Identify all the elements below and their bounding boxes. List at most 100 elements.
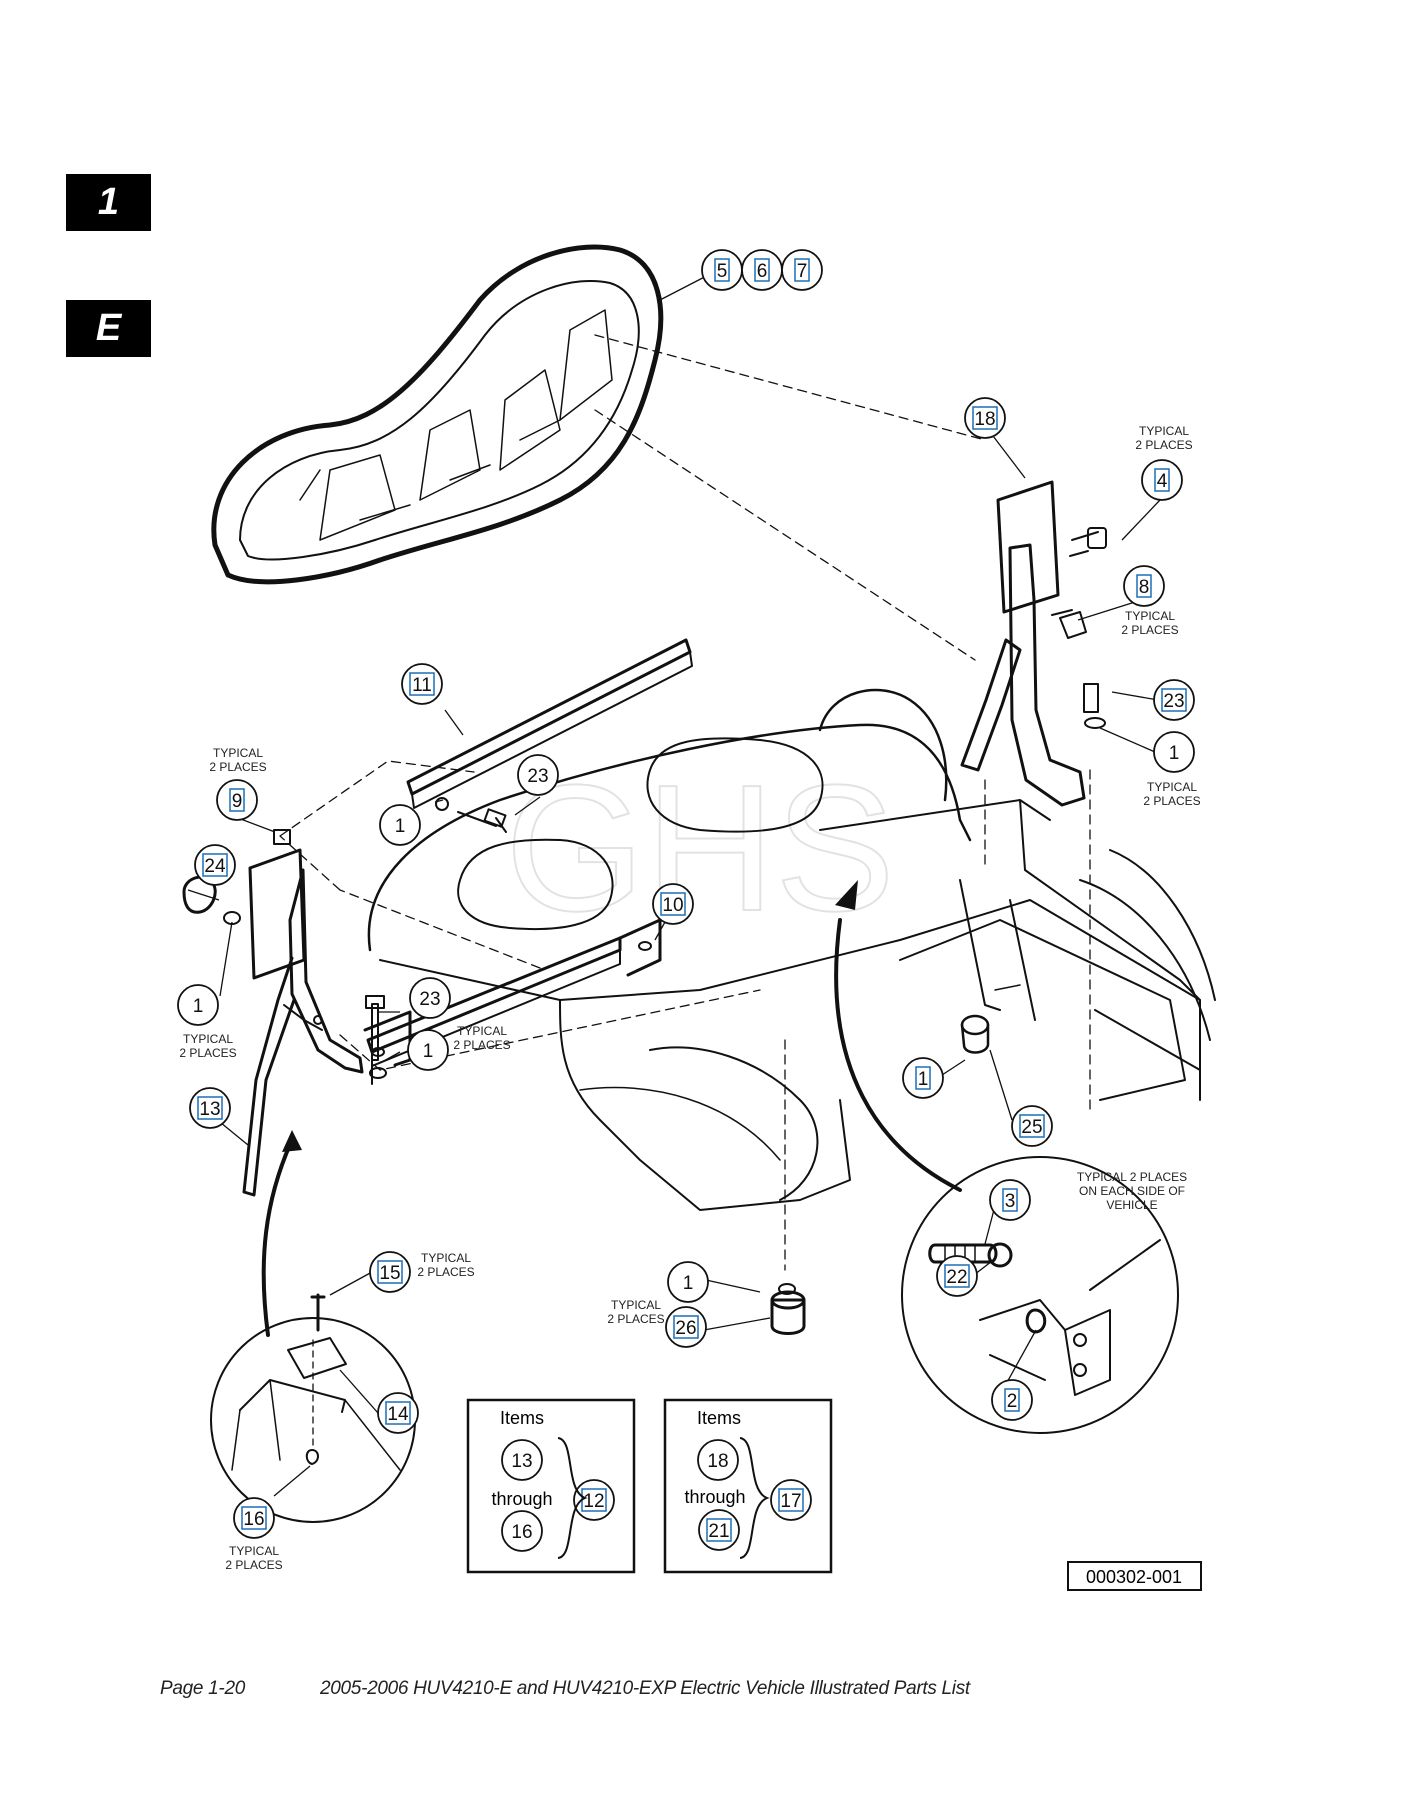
note-typical-9-line1: TYPICAL [213, 746, 263, 760]
kit-box-2: Items through [663, 1398, 833, 1574]
callout-link-box [673, 1315, 699, 1339]
callout-circle [233, 1497, 275, 1539]
callout-c3[interactable]: 3 [989, 1179, 1031, 1221]
callout-circle [194, 844, 236, 886]
callout-c18[interactable]: 18 [964, 397, 1006, 439]
callout-c5[interactable]: 5 [701, 249, 743, 291]
callout-c7[interactable]: 7 [781, 249, 823, 291]
callout-label: 1 [918, 1069, 929, 1090]
callout-label: 5 [717, 261, 728, 282]
callout-label: 21 [708, 1521, 729, 1542]
cross-bar-drawing [406, 638, 693, 833]
callout-circle [667, 1261, 709, 1303]
callout-label: 1 [1169, 743, 1180, 764]
callout-label: 1 [423, 1041, 434, 1062]
section-tab: 1 [66, 174, 151, 231]
callout-c13[interactable]: 13 [189, 1087, 231, 1129]
callout-c8[interactable]: 8 [1123, 565, 1165, 607]
callout-link-box [409, 672, 435, 696]
callout-k18: 18 [697, 1439, 739, 1481]
figure-number: 000302-001 [1086, 1567, 1182, 1587]
callout-circle [1141, 459, 1183, 501]
callout-c1e[interactable]: 1 [902, 1057, 944, 1099]
callout-c23c: 23 [409, 977, 451, 1019]
callout-circle [517, 754, 559, 796]
callout-circle [177, 984, 219, 1026]
kit-box-1: Items through [466, 1398, 636, 1574]
callout-label: 23 [419, 989, 440, 1010]
callout-label: 25 [1021, 1117, 1042, 1138]
watermark: GHS [505, 748, 895, 949]
callout-link-box [1019, 1114, 1045, 1138]
note-typical-9-line2: 2 PLACES [209, 760, 266, 774]
callout-circle [698, 1509, 740, 1551]
callout-label: 23 [1163, 691, 1184, 712]
callout-label: 9 [232, 791, 243, 812]
callout-c22[interactable]: 22 [936, 1255, 978, 1297]
callout-link-box [754, 258, 770, 282]
callout-circle [1011, 1105, 1053, 1147]
note-typical-1a-line2: 2 PLACES [1143, 794, 1200, 808]
callout-circle [964, 397, 1006, 439]
callout-circle [216, 779, 258, 821]
callout-label: 7 [797, 261, 808, 282]
callout-k12[interactable]: 12 [573, 1479, 615, 1521]
callout-c16[interactable]: 16 [233, 1497, 275, 1539]
callout-link-box [660, 892, 686, 916]
callout-c4[interactable]: 4 [1141, 459, 1183, 501]
callout-c9[interactable]: 9 [216, 779, 258, 821]
callout-c2[interactable]: 2 [991, 1379, 1033, 1421]
callout-k17[interactable]: 17 [770, 1479, 812, 1521]
callout-c11[interactable]: 11 [401, 663, 443, 705]
callout-c25[interactable]: 25 [1011, 1105, 1053, 1147]
callout-link-box [706, 1518, 732, 1542]
callout-label: 13 [199, 1099, 220, 1120]
typical-notes: TYPICAL 2 PLACES TYPICAL 2 PLACES TYPICA… [179, 424, 1200, 1572]
note-typical-1d-line1: TYPICAL [457, 1024, 507, 1038]
callout-link-box [1154, 468, 1170, 492]
footer-title: 2005-2006 HUV4210-E and HUV4210-EXP Elec… [320, 1678, 970, 1699]
callout-circle [189, 1087, 231, 1129]
right-bracket-drawing [960, 480, 1107, 807]
callout-circle [407, 1029, 449, 1071]
callout-circle [369, 1251, 411, 1293]
callout-link-box [915, 1066, 931, 1090]
callout-circle [1123, 565, 1165, 607]
callout-label: 17 [780, 1491, 801, 1512]
kit-2-word: through [684, 1487, 745, 1507]
note-typical-1f-line1: TYPICAL [611, 1298, 661, 1312]
callout-c1a: 1 [1153, 731, 1195, 773]
callout-label: 16 [511, 1522, 532, 1543]
callout-c10[interactable]: 10 [652, 883, 694, 925]
arrowhead-left [282, 1130, 302, 1152]
callout-link-box [714, 258, 730, 282]
callout-link-box [1136, 574, 1152, 598]
hardware-drawing [182, 829, 806, 1335]
left-bracket-drawing [242, 848, 373, 1197]
callout-label: 1 [683, 1273, 694, 1294]
callout-c23a[interactable]: 23 [1153, 679, 1195, 721]
note-typical-15-line2: 2 PLACES [417, 1265, 474, 1279]
note-typical-8-line2: 2 PLACES [1121, 623, 1178, 637]
callout-c1b: 1 [379, 804, 421, 846]
callout-k21[interactable]: 21 [698, 1509, 740, 1551]
callout-label: 12 [583, 1491, 604, 1512]
callout-c26[interactable]: 26 [665, 1306, 707, 1348]
callout-label: 4 [1157, 471, 1168, 492]
note-typical-1d-line2: 2 PLACES [453, 1038, 510, 1052]
callout-c23b: 23 [517, 754, 559, 796]
arrowhead-right [835, 880, 858, 910]
callout-c6[interactable]: 6 [741, 249, 783, 291]
callout-circle [377, 1392, 419, 1434]
callout-c24[interactable]: 24 [194, 844, 236, 886]
kit-1-title: Items [500, 1408, 544, 1428]
subsection-tab: E [66, 300, 151, 357]
callout-circle [573, 1479, 615, 1521]
callout-circle [665, 1306, 707, 1348]
callout-label: 1 [193, 996, 204, 1017]
callout-c14[interactable]: 14 [377, 1392, 419, 1434]
callout-circle [991, 1379, 1033, 1421]
callout-c15[interactable]: 15 [369, 1251, 411, 1293]
callout-circle [501, 1439, 543, 1481]
callout-c1d: 1 [407, 1029, 449, 1071]
